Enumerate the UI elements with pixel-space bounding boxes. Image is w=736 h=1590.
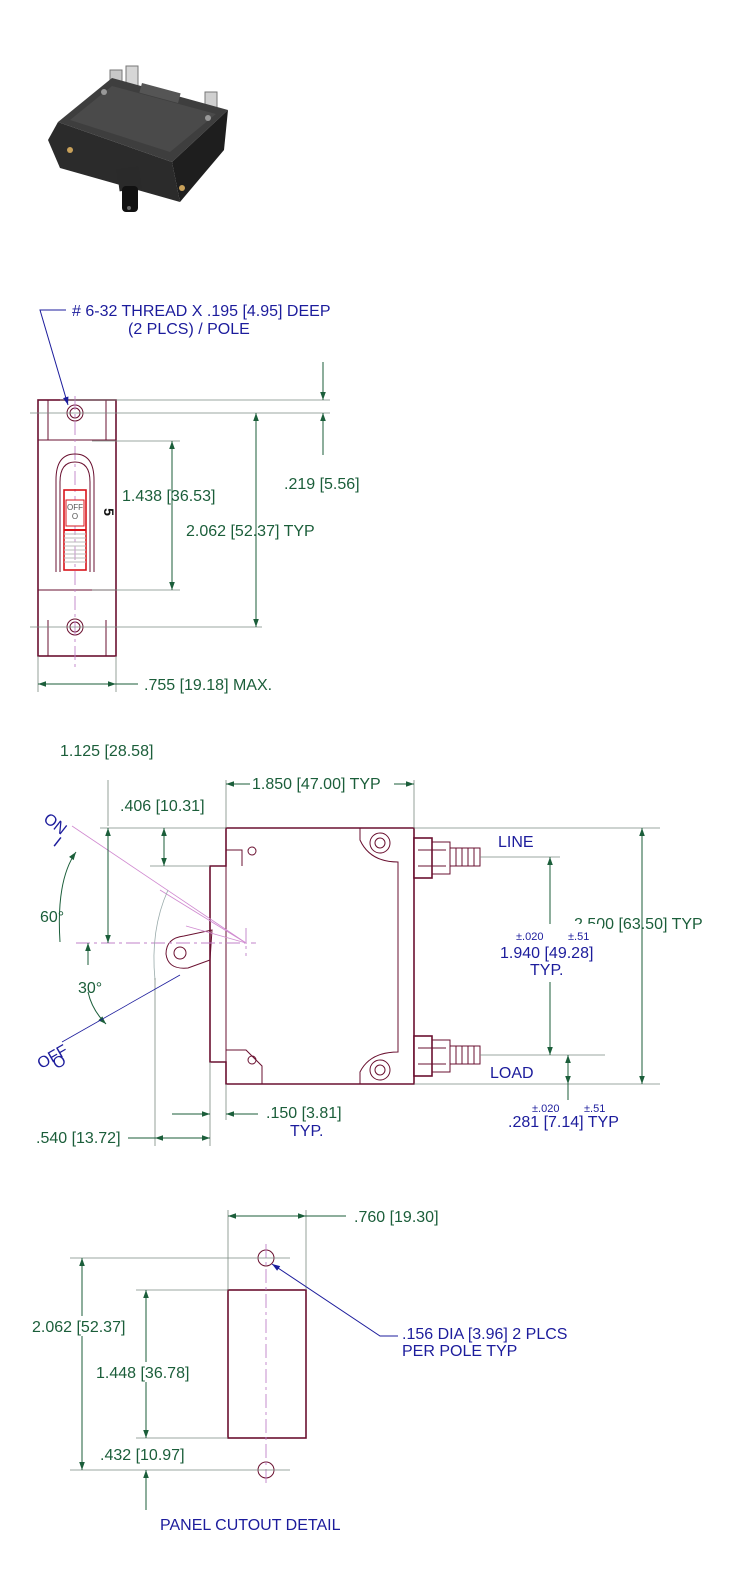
panel-cutout xyxy=(70,1210,307,1484)
thread-leader xyxy=(39,309,69,406)
cutout-dim-760-label: .760 [19.30] xyxy=(354,1209,439,1226)
thread-note-line2: (2 PLCS) / POLE xyxy=(128,321,250,338)
dim-281-tol-in: ±.020 xyxy=(532,1103,559,1115)
dim-406-label: .406 [10.31] xyxy=(120,798,205,815)
angle-60-arc xyxy=(58,851,77,943)
dim-540-label: .540 [13.72] xyxy=(36,1130,121,1147)
angle-30-arc xyxy=(87,991,107,1025)
cutout-dim-1448-label: 1.448 [36.78] xyxy=(96,1365,189,1382)
terminal-line-label: LINE xyxy=(498,834,534,851)
side-view xyxy=(71,780,660,1146)
dim-2062-label: 2.062 [52.37] TYP xyxy=(186,523,315,540)
cutout-dim-2062-label: 2.062 [52.37] xyxy=(32,1319,125,1336)
dim-281-tol-mm: ±.51 xyxy=(584,1103,605,1115)
handle-off-label: OFF xyxy=(67,503,83,512)
cutout-title: PANEL CUTOUT DETAIL xyxy=(160,1517,341,1534)
on-label: ON xyxy=(40,810,69,838)
dim-1940-label: 1.940 [49.28] xyxy=(500,945,593,962)
hole-note-leader xyxy=(271,1263,398,1337)
hole-note-line1: .156 DIA [3.96] 2 PLCS xyxy=(402,1326,567,1343)
dim-219-label: .219 [5.56] xyxy=(284,476,360,493)
angle-30-label: 30° xyxy=(78,980,102,997)
hole-note-line2: PER POLE TYP xyxy=(402,1343,517,1360)
dim-1940-tol-mm: ±.51 xyxy=(568,931,589,943)
dim-1940-typ: TYP. xyxy=(530,962,564,979)
cutout-dim-432-label: .432 [10.97] xyxy=(100,1447,185,1464)
dim-1940-tol-in: ±.020 xyxy=(516,931,543,943)
circuit-breaker-photo xyxy=(48,65,228,212)
handle-off-symbol: O xyxy=(72,512,78,521)
thread-note-line1: # 6-32 THREAD X .195 [4.95] DEEP xyxy=(72,303,331,320)
rating-label: 5 xyxy=(101,508,117,516)
dim-281-label: .281 [7.14] TYP xyxy=(508,1114,619,1131)
dim-755-label: .755 [19.18] MAX. xyxy=(144,677,272,694)
terminal-load-label: LOAD xyxy=(490,1065,534,1082)
dim-2500-label: 2.500 [63.50] TYP xyxy=(574,916,703,933)
dim-1438-label: 1.438 [36.53] xyxy=(122,488,215,505)
dim-150-label: .150 [3.81] xyxy=(266,1105,342,1122)
dim-1125-label: 1.125 [28.58] xyxy=(60,743,153,760)
dim-1850-label: 1.850 [47.00] TYP xyxy=(252,776,381,793)
front-view xyxy=(30,396,330,668)
dim-150-typ: TYP. xyxy=(290,1123,324,1140)
angle-60-label: 60° xyxy=(40,909,64,926)
